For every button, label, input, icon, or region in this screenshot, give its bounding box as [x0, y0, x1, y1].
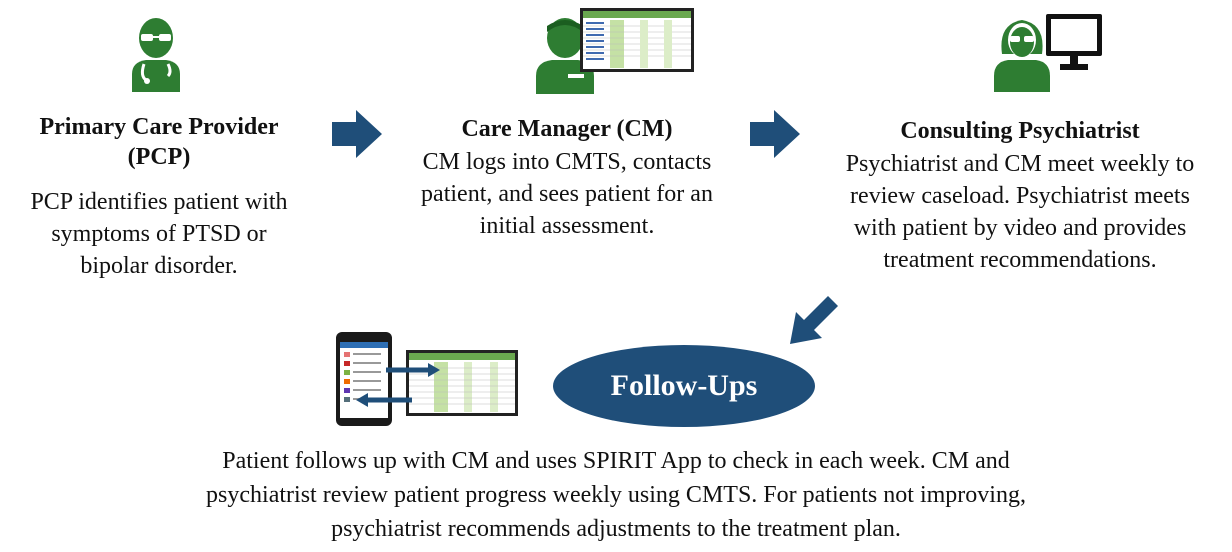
doctor-icon [132, 18, 180, 92]
cm-title: Care Manager (CM) [461, 116, 673, 142]
pcp-description: PCP identifies patient with symptoms of … [30, 189, 288, 279]
arrow-down-left-icon [790, 296, 838, 344]
sync-arrows-icon [356, 363, 440, 407]
psychiatrist-icon [994, 20, 1050, 92]
arrow-right-icon [332, 110, 382, 158]
pcp-title: Primary Care Provider (PCP) [39, 114, 279, 170]
monitor-icon [1046, 14, 1102, 70]
monitor-icon [580, 8, 694, 72]
psychiatrist-title: Consulting Psychiatrist [900, 118, 1140, 144]
care-manager-icon [536, 18, 594, 94]
followups-description: Patient follows up with CM and uses SPIR… [206, 448, 1026, 542]
followups-badge: Follow-Ups [553, 345, 815, 427]
followups-label: Follow-Ups [610, 369, 758, 402]
psychiatrist-description: Psychiatrist and CM meet weekly to revie… [845, 151, 1195, 273]
arrow-right-icon [750, 110, 800, 158]
monitor-icon [406, 350, 518, 416]
cm-description: CM logs into CMTS, contacts patient, and… [421, 149, 713, 239]
